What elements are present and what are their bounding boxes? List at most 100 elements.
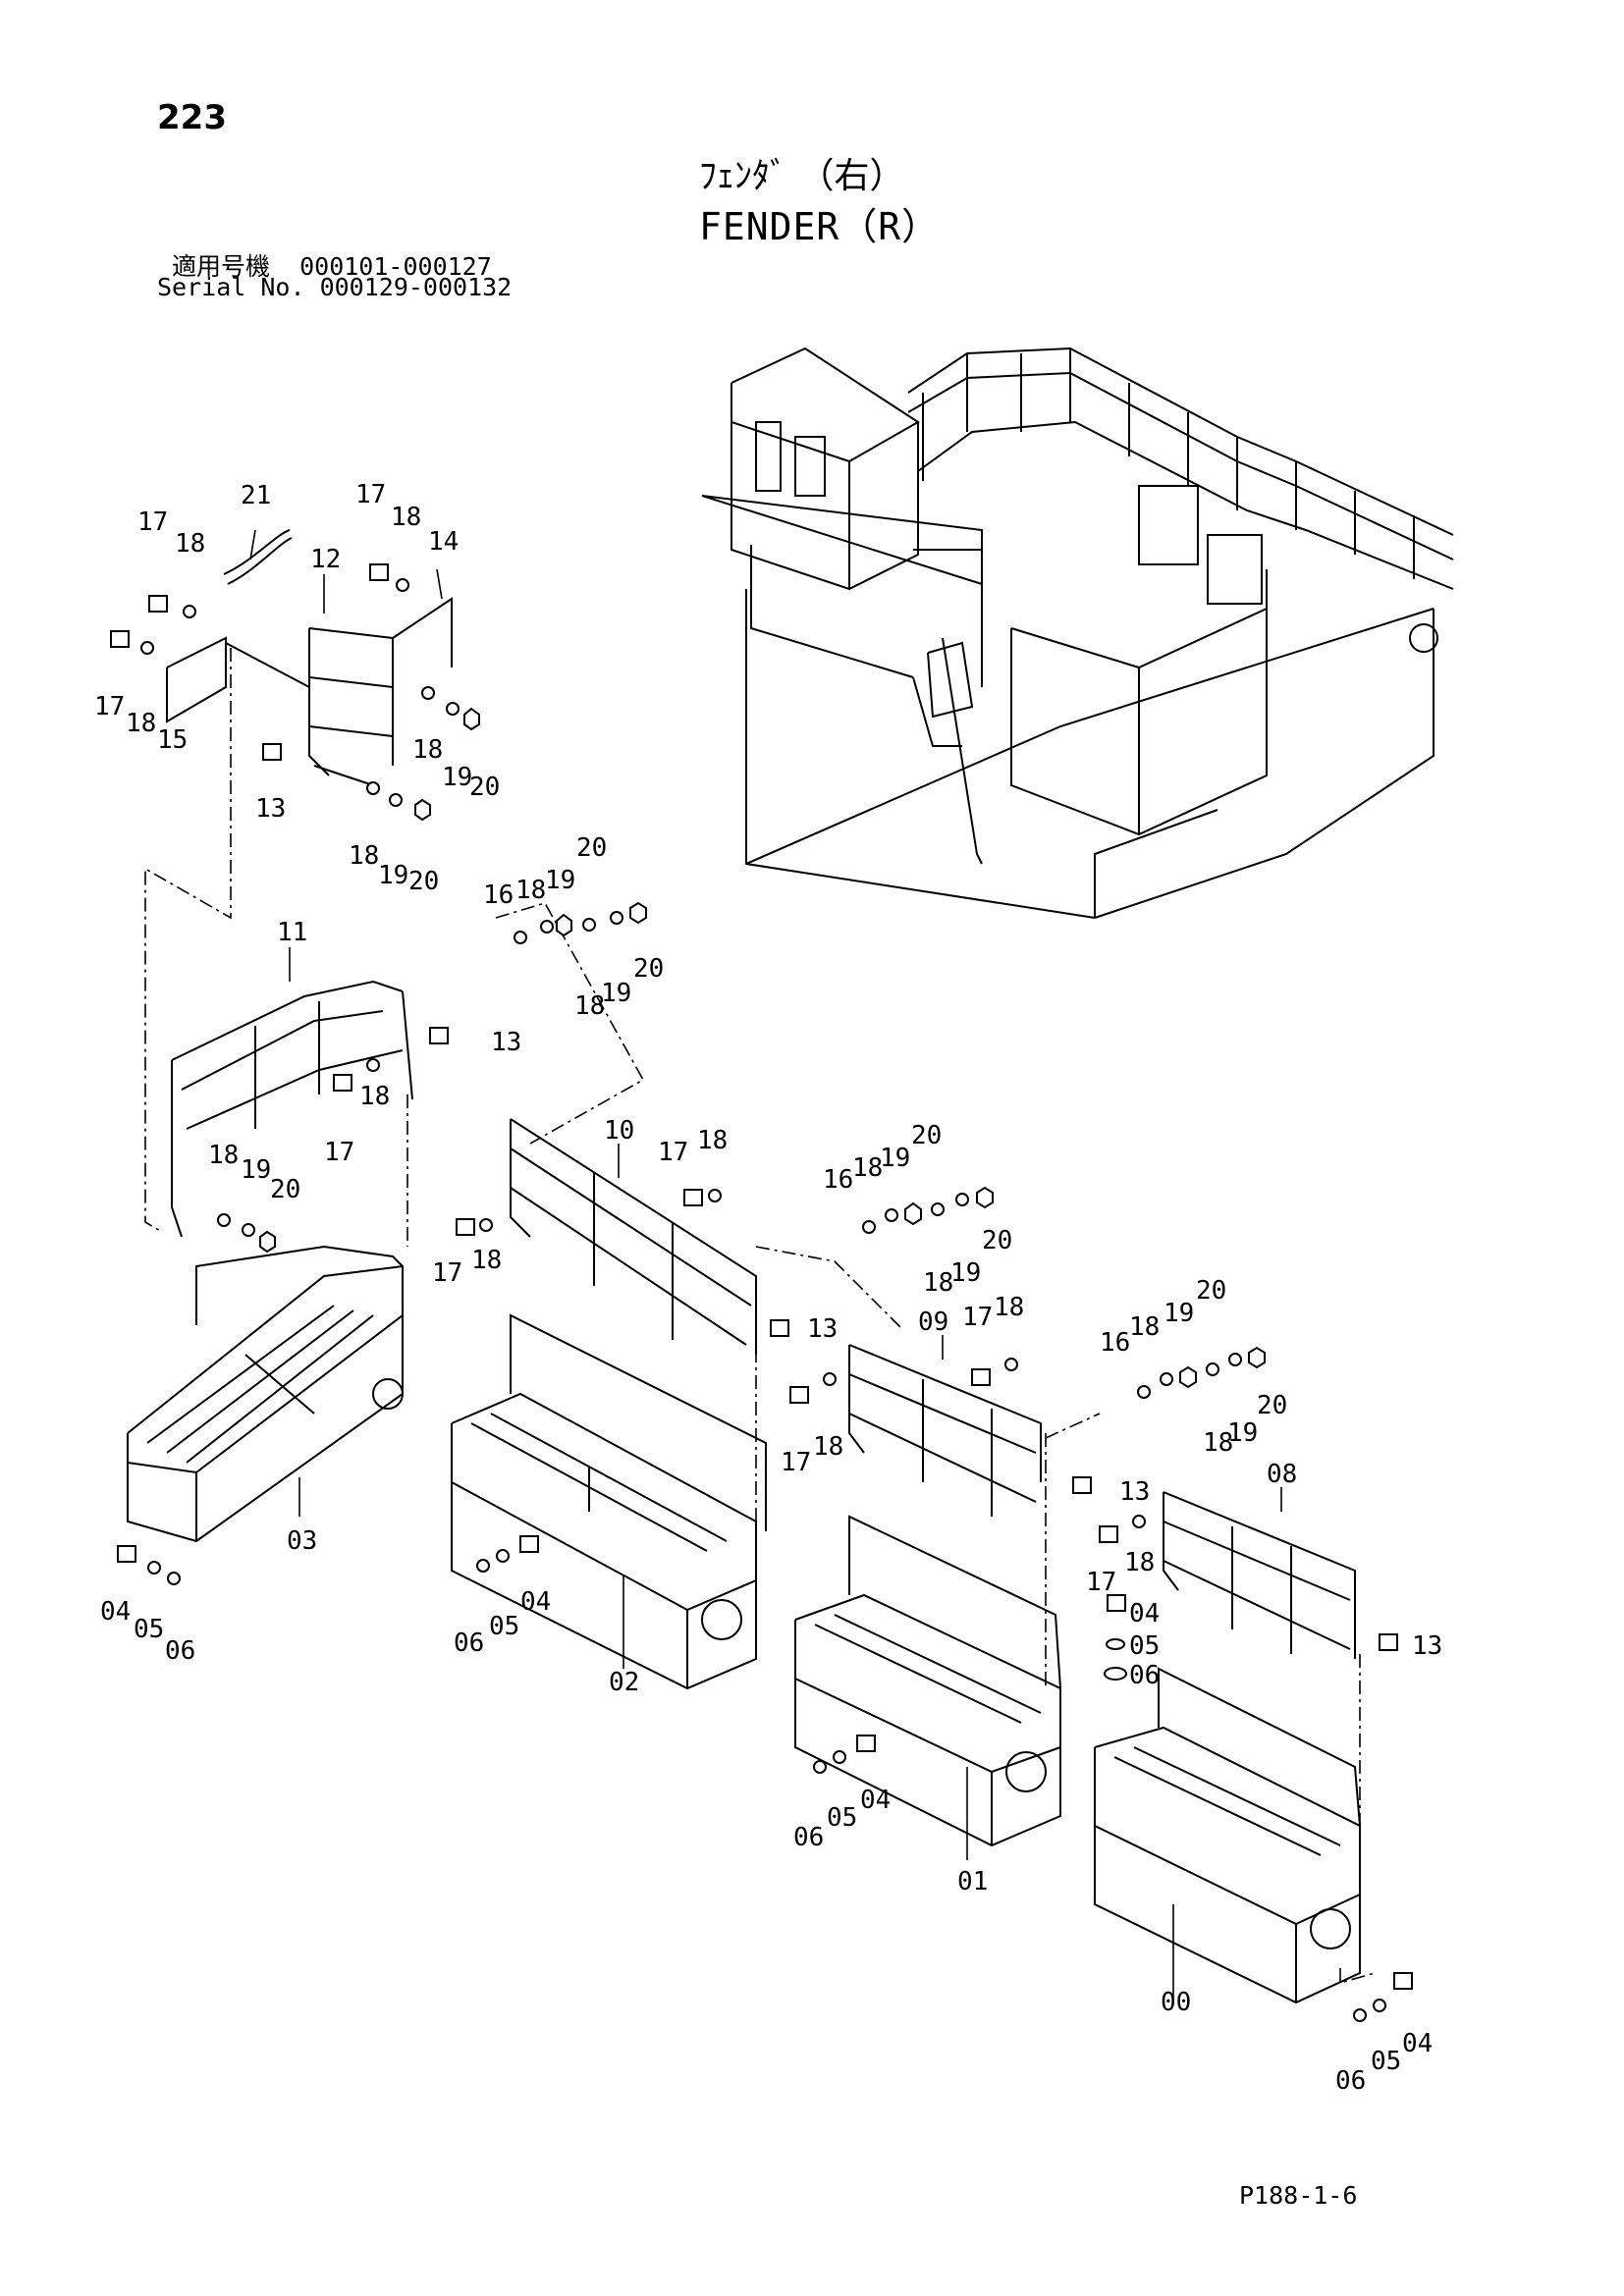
callout-04: 04 (1129, 1599, 1160, 1629)
callout-01: 01 (957, 1867, 988, 1896)
fender-step-02 (451, 1313, 767, 1690)
callout-04: 04 (860, 1786, 891, 1815)
callout-20: 20 (1257, 1391, 1287, 1420)
callout-18: 18 (697, 1126, 728, 1155)
callout-18: 18 (923, 1268, 953, 1298)
callout-leader-lines (249, 529, 1282, 1998)
callout-04: 04 (1402, 2029, 1433, 2058)
callout-13: 13 (255, 794, 286, 824)
callout-18: 18 (1124, 1548, 1155, 1577)
handrail-09 (848, 1344, 1042, 1517)
callout-05: 05 (1371, 2047, 1401, 2076)
callout-18: 18 (994, 1293, 1024, 1322)
title-english: FENDER（R） (699, 205, 941, 248)
callout-18: 18 (349, 841, 379, 871)
callout-19: 19 (1164, 1299, 1194, 1328)
fender-step-00 (1094, 1667, 1361, 2004)
title-japanese: ﾌｪﾝﾀﾞ （右） (699, 156, 905, 196)
callout-19: 19 (1227, 1418, 1258, 1448)
callout-18: 18 (1203, 1428, 1233, 1458)
callout-13: 13 (1119, 1477, 1150, 1507)
callout-18: 18 (813, 1432, 843, 1462)
callout-14: 14 (428, 527, 459, 557)
callout-18: 18 (391, 503, 421, 532)
callout-17: 17 (94, 692, 125, 721)
page-reference-code: P188-1-6 (1239, 2181, 1358, 2210)
callout-08: 08 (1267, 1460, 1297, 1489)
handrail-11 (171, 980, 413, 1238)
assembly-center-lines (144, 648, 1376, 1985)
callout-17: 17 (432, 1258, 462, 1288)
callout-13: 13 (491, 1028, 521, 1057)
callout-13: 13 (807, 1314, 838, 1344)
callout-18: 18 (126, 709, 156, 738)
callout-13: 13 (1412, 1631, 1442, 1661)
callout-12: 12 (310, 545, 341, 574)
callout-20: 20 (911, 1121, 942, 1150)
handrail-08 (1163, 1491, 1356, 1659)
callout-19: 19 (442, 763, 472, 792)
callout-04: 04 (100, 1597, 131, 1627)
callout-05: 05 (1129, 1631, 1160, 1661)
callout-19: 19 (378, 861, 408, 890)
callout-04: 04 (520, 1587, 551, 1617)
callout-06: 06 (1129, 1661, 1160, 1690)
fender-step-01 (794, 1515, 1061, 1847)
callout-16: 16 (483, 881, 514, 910)
callout-17: 17 (658, 1138, 688, 1167)
callout-06: 06 (793, 1823, 824, 1852)
callout-18: 18 (1129, 1312, 1160, 1342)
callout-17: 17 (137, 507, 168, 537)
callout-17: 17 (962, 1303, 993, 1332)
callout-20: 20 (469, 773, 500, 802)
callout-16: 16 (823, 1165, 853, 1195)
callout-17: 17 (781, 1448, 811, 1477)
callout-17: 17 (324, 1138, 354, 1167)
callout-10: 10 (604, 1116, 634, 1146)
serial-number-line: Serial No. 000129-000132 (157, 273, 513, 301)
callout-21: 21 (241, 481, 271, 510)
callout-09: 09 (918, 1308, 948, 1337)
callout-06: 06 (165, 1636, 195, 1666)
callout-18: 18 (574, 991, 605, 1021)
callout-18: 18 (852, 1153, 883, 1183)
callout-20: 20 (408, 867, 439, 896)
hardware-fasteners (110, 563, 1413, 2022)
serial-applicable-line: 適用号機 000101-000127 (172, 252, 492, 281)
callout-17: 17 (355, 480, 386, 509)
callout-20: 20 (270, 1175, 300, 1204)
ladder-rail-assembly-12 (166, 529, 453, 786)
fender-step-03 (127, 1245, 404, 1543)
callout-18: 18 (471, 1246, 502, 1275)
callout-17: 17 (1086, 1568, 1116, 1597)
callout-19: 19 (880, 1144, 910, 1173)
callout-19: 19 (950, 1258, 981, 1288)
callout-20: 20 (982, 1226, 1012, 1255)
callout-labels: 00 01 02 03 04 05 06 04 05 06 04 05 06 0… (94, 480, 1442, 2096)
callout-18: 18 (359, 1082, 390, 1111)
callout-20: 20 (633, 954, 664, 984)
callout-05: 05 (827, 1803, 857, 1833)
callout-11: 11 (277, 918, 307, 947)
callout-19: 19 (545, 866, 575, 895)
callout-05: 05 (134, 1615, 164, 1644)
callout-19: 19 (241, 1155, 271, 1185)
callout-18: 18 (515, 876, 546, 905)
callout-16: 16 (1100, 1328, 1130, 1358)
callout-18: 18 (208, 1141, 239, 1170)
page-number: 223 (157, 98, 227, 137)
callout-20: 20 (1196, 1276, 1226, 1306)
callout-02: 02 (609, 1668, 639, 1697)
callout-18: 18 (412, 735, 443, 765)
callout-15: 15 (157, 725, 188, 755)
callout-06: 06 (1335, 2066, 1366, 2096)
callout-03: 03 (287, 1526, 317, 1556)
callout-20: 20 (576, 833, 607, 863)
callout-18: 18 (175, 529, 205, 559)
callout-00: 00 (1161, 1988, 1191, 2017)
callout-19: 19 (601, 979, 631, 1008)
callout-05: 05 (489, 1612, 519, 1641)
machine-overview-illustration (701, 347, 1454, 919)
callout-06: 06 (454, 1629, 484, 1658)
